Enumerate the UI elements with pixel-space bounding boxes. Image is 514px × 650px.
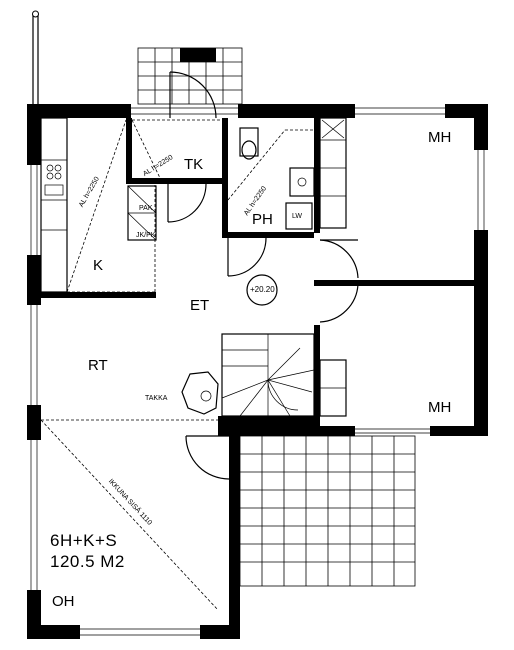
antenna-pole (32, 10, 39, 105)
closet-bottom (319, 359, 347, 417)
room-label-mh-top: MH (428, 129, 452, 146)
interior-walls (28, 118, 476, 428)
bathroom-fixtures (227, 127, 315, 230)
closet-top (319, 117, 347, 229)
room-label-mh-bottom: MH (428, 399, 452, 416)
room-label-rt: RT (88, 357, 108, 374)
level-marker (246, 274, 278, 306)
windows (27, 104, 488, 639)
annotation-jk-pk: JK/PK (136, 232, 156, 239)
fireplace (181, 371, 219, 415)
tk-door (167, 183, 207, 223)
dashed-lines (40, 119, 222, 611)
mh-doors (319, 239, 359, 323)
terrace-tiles (239, 435, 416, 587)
summary-type: 6H+K+S (50, 531, 118, 550)
ph-door (227, 237, 267, 277)
room-label-tk: TK (184, 156, 204, 173)
staircase (221, 333, 315, 417)
terrace-door (185, 435, 230, 480)
annotation-lw: LW (292, 213, 302, 220)
annotation-takka: TAKKA (145, 395, 168, 402)
summary-area: 120.5 M2 (50, 552, 125, 571)
annotation-level: +20.20 (250, 285, 275, 294)
entrance-door (169, 71, 217, 119)
room-label-ph: PH (252, 211, 273, 228)
room-label-oh: OH (52, 593, 75, 610)
wardrobes (127, 185, 157, 241)
annotation-pak: PAK (139, 205, 153, 212)
room-label-k: K (93, 257, 104, 274)
room-label-et: ET (190, 297, 210, 314)
entrance-tiles-top (137, 47, 243, 105)
kitchen-counter (40, 117, 156, 293)
